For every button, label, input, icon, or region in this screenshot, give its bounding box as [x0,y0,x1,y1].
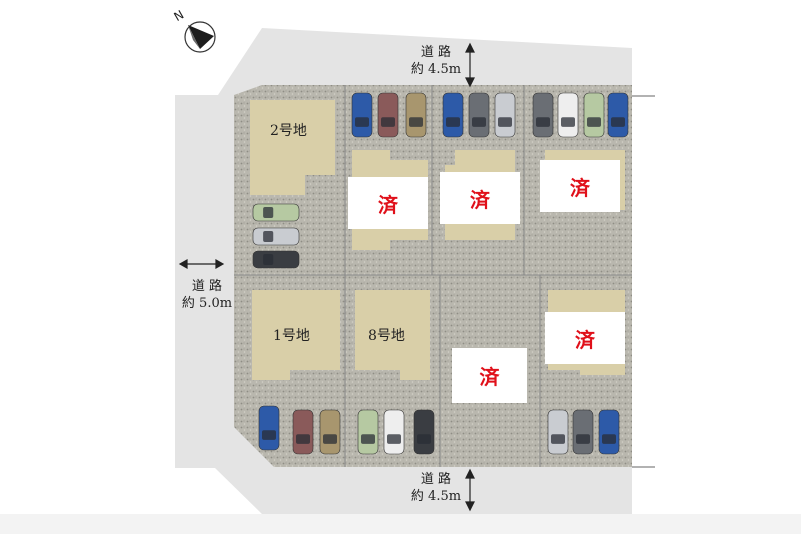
car-icon [377,92,399,138]
car-icon [557,92,579,138]
building-lot-1 [252,290,340,380]
left-road-label: 道 路 約 5.0m [176,278,238,312]
car-icon [383,409,405,455]
sold-marker-top-4: 済 [440,172,520,224]
car-icon [532,92,554,138]
car-icon [598,409,620,455]
sold-marker-top-5: 済 [540,160,620,212]
top-road-name: 道 路 [420,45,452,60]
bottom-road-label: 道 路 約 4.5m [405,471,467,505]
building-lot-8 [355,290,430,380]
bottom-road-width: 約 4.5m [410,489,462,504]
parked-cars [252,92,629,455]
road-width-arrows [178,42,475,512]
sold-marker-bottom-right: 済 [545,312,625,364]
left-road-name: 道 路 [191,279,223,294]
car-icon [351,92,373,138]
car-icon [583,92,605,138]
lot-8-label: 8号地 [368,328,405,344]
car-icon [258,405,280,451]
car-icon [252,203,300,222]
arrow-head-up-icon [465,42,475,53]
car-icon [572,409,594,455]
building-lot-2 [250,100,335,195]
arrow-head-right-icon [215,258,225,270]
car-icon [319,409,341,455]
car-icon [252,227,300,246]
car-icon [357,409,379,455]
bottom-road-name: 道 路 [420,472,452,487]
car-icon [442,92,464,138]
sold-marker-bottom-mid: 済 [452,348,527,403]
car-icon [292,409,314,455]
sold-marker-top-3: 済 [348,177,428,229]
car-icon [413,409,435,455]
car-icon [252,250,300,269]
car-icon [405,92,427,138]
arrow-head-left-icon [178,258,188,270]
bottom-strip [0,514,801,534]
svg-text:N: N [172,7,187,24]
lot-boundaries [234,85,632,467]
top-road-width: 約 4.5m [410,62,462,77]
site-ground [234,85,632,467]
car-icon [494,92,516,138]
lot-2-label: 2号地 [270,123,307,139]
lot-1-label: 1号地 [273,328,310,344]
car-icon [607,92,629,138]
car-icon [468,92,490,138]
arrow-head-down-icon [465,77,475,88]
car-icon [547,409,569,455]
north-arrow-icon: N [172,7,216,53]
left-road-width: 約 5.0m [181,296,233,311]
top-road-label: 道 路 約 4.5m [405,44,467,78]
arrow-head-down-icon [465,501,475,512]
arrow-head-up-icon [465,468,475,479]
